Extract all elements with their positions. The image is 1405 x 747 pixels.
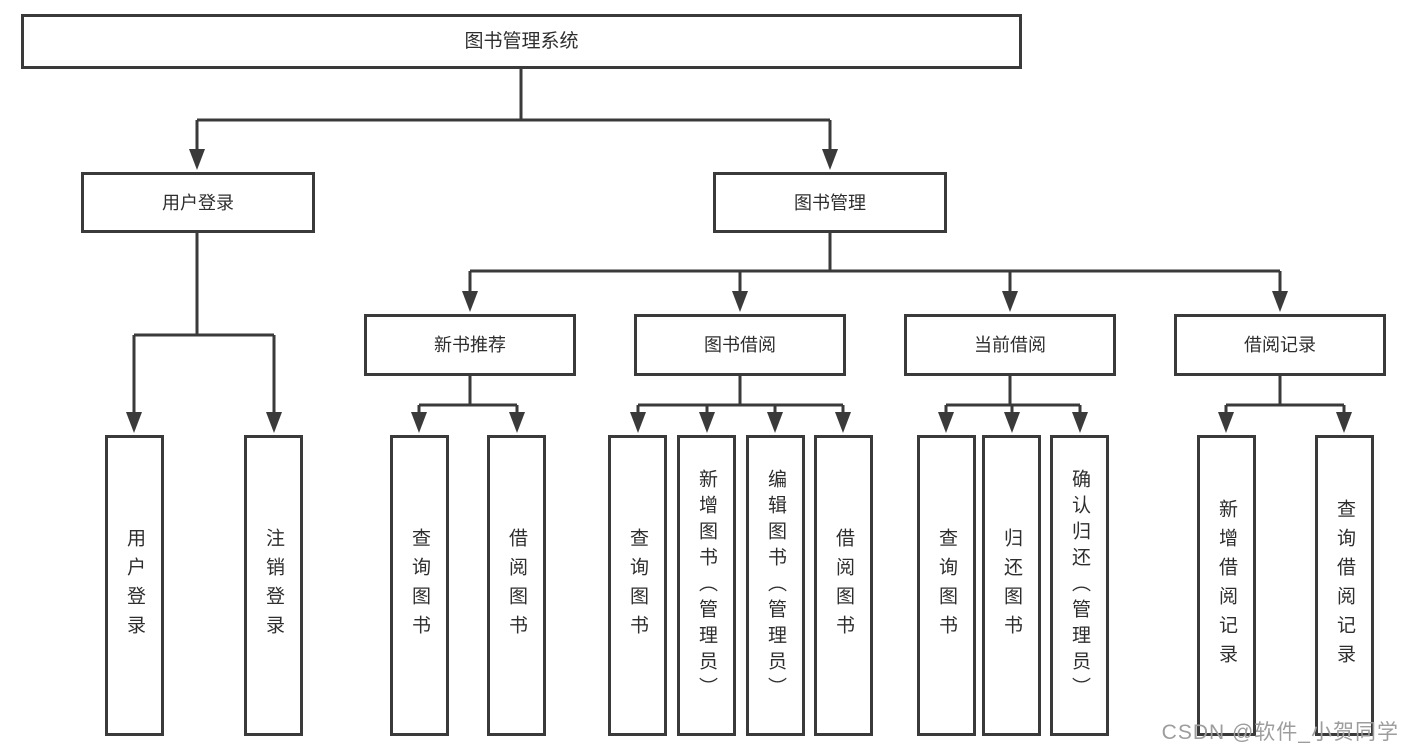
leaf-query-borrow-record: 查询借阅记录 [1315, 435, 1374, 736]
leaf-add-borrow-record: 新增借阅记录 [1197, 435, 1256, 736]
leaf-user-login: 用户登录 [105, 435, 164, 736]
node-new-book-recommend: 新书推荐 [364, 314, 576, 376]
leaf-logout: 注销登录 [244, 435, 303, 736]
leaf-borrow-book: 借阅图书 [814, 435, 873, 736]
leaf-query-book-borrow: 查询图书 [608, 435, 667, 736]
node-current-borrow: 当前借阅 [904, 314, 1116, 376]
node-root-system: 图书管理系统 [21, 14, 1022, 69]
node-user-login: 用户登录 [81, 172, 315, 233]
leaf-borrow-book-recommend: 借阅图书 [487, 435, 546, 736]
leaf-return-book: 归还图书 [982, 435, 1041, 736]
node-borrow-record: 借阅记录 [1174, 314, 1386, 376]
leaf-edit-book-admin: 编辑图书（管理员） [746, 435, 805, 736]
csdn-watermark: CSDN @软件_小贺同学 [1161, 721, 1399, 744]
leaf-add-book-admin: 新增图书（管理员） [677, 435, 736, 736]
node-book-management: 图书管理 [713, 172, 947, 233]
leaf-confirm-return-admin: 确认归还（管理员） [1050, 435, 1109, 736]
leaf-query-book-current: 查询图书 [917, 435, 976, 736]
node-book-borrow: 图书借阅 [634, 314, 846, 376]
leaf-query-book-recommend: 查询图书 [390, 435, 449, 736]
